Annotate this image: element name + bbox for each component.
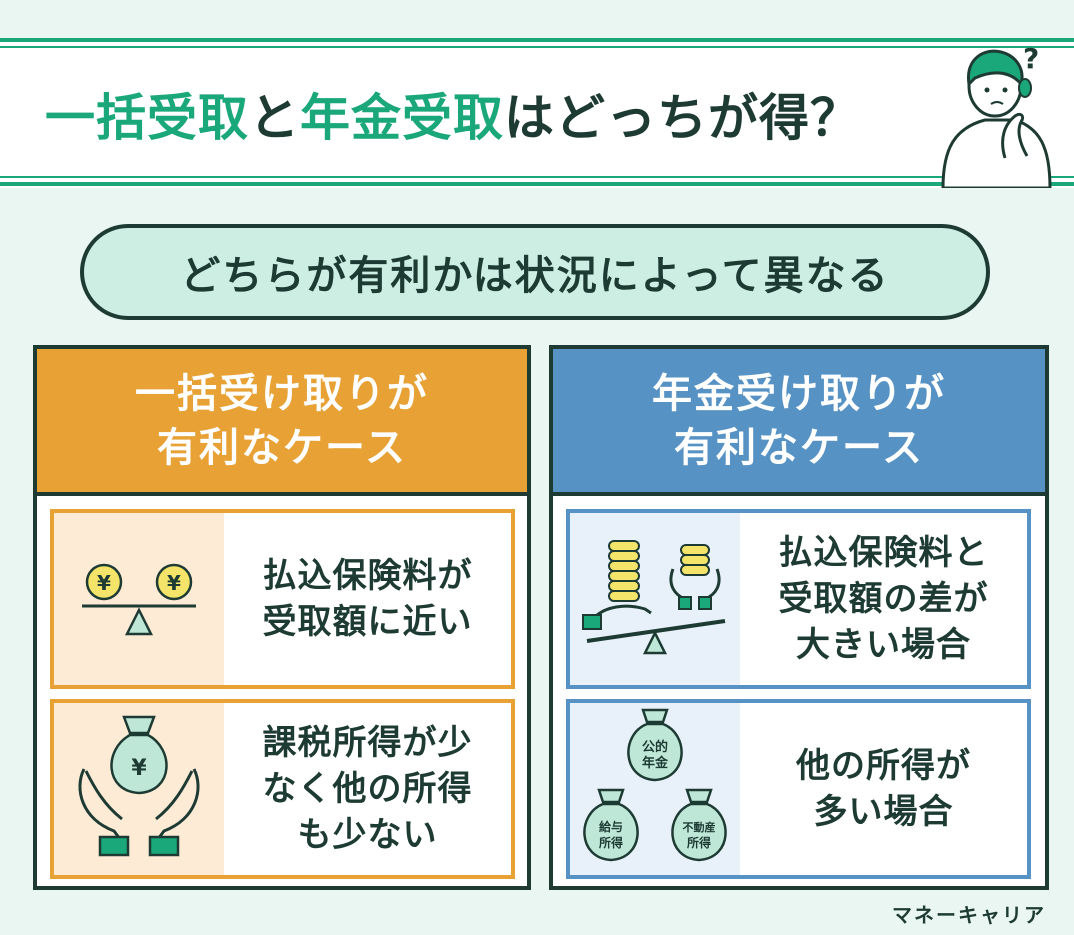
banner-bottom-line-thin xyxy=(0,176,1074,178)
page-title: 一括受取と年金受取はどっちが得？ xyxy=(45,78,861,150)
pension-panel-heading: 年金受け取りが 有利なケース xyxy=(553,349,1045,496)
lump-sum-card-2-icon-area: ¥ xyxy=(54,703,224,875)
income-bags-icon: 公的 年金 給与 所得 不動産 所得 xyxy=(583,708,727,862)
lump-sum-panel: 一括受け取りが 有利なケース ¥ ¥ 払込保険料が 受取額に近い ¥ xyxy=(33,345,531,890)
balance-scale-yen-icon: ¥ ¥ xyxy=(82,563,196,636)
banner-top-line-thin xyxy=(0,46,1074,48)
lump-sum-card-1-icon-area: ¥ ¥ xyxy=(54,513,224,685)
yen-symbol-left: ¥ xyxy=(97,571,111,595)
bag-label-salary: 給与 xyxy=(599,819,623,834)
lump-sum-panel-heading: 一括受け取りが 有利なケース xyxy=(37,349,527,496)
title-banner xyxy=(0,38,1074,188)
title-question: はどっちが得？ xyxy=(504,89,861,147)
bag-label-real-estate: 不動産 xyxy=(683,820,716,834)
pension-card-1-text: 払込保険料と 受取額の差が 大きい場合 xyxy=(740,513,1027,685)
pension-heading-line1: 年金受け取りが xyxy=(652,370,946,417)
pension-card-1-icon-area xyxy=(570,513,740,685)
question-mark-icon: ? xyxy=(1023,42,1039,75)
pension-card-2: 公的 年金 給与 所得 不動産 所得 他の所得が 多い場合 xyxy=(566,699,1031,879)
card-text-line: も少ない xyxy=(297,815,438,855)
card-text-line: 他の所得が xyxy=(796,746,971,786)
title-pension: 年金受取 xyxy=(300,89,504,147)
title-and: と xyxy=(249,89,300,147)
lump-sum-card-2-text: 課税所得が少 なく他の所得 も少ない xyxy=(224,703,511,875)
bag-label-salary-income: 所得 xyxy=(599,835,623,850)
card-text-line: 受取額の差が xyxy=(778,579,989,619)
lump-sum-card-2: ¥ 課税所得が少 なく他の所得 も少ない xyxy=(50,699,515,879)
title-lump-sum: 一括受取 xyxy=(45,89,249,147)
card-text-line: 課税所得が少 xyxy=(262,723,473,763)
pension-heading-line2: 有利なケース xyxy=(674,424,924,471)
bag-label-public: 公的 xyxy=(642,739,668,755)
pension-card-1: 払込保険料と 受取額の差が 大きい場合 xyxy=(566,509,1031,689)
subtitle-pill: どちらが有利かは状況によって異なる xyxy=(80,224,990,320)
lump-sum-card-1-text: 払込保険料が 受取額に近い xyxy=(224,513,511,685)
banner-bottom-line xyxy=(0,182,1074,186)
lump-sum-heading-line1: 一括受け取りが xyxy=(135,370,429,417)
pension-panel: 年金受け取りが 有利なケース xyxy=(549,345,1049,890)
lump-sum-card-1: ¥ ¥ 払込保険料が 受取額に近い xyxy=(50,509,515,689)
card-text-line: 払込保険料が xyxy=(262,556,473,596)
tilted-scale-coins-icon xyxy=(582,540,726,655)
yen-symbol-right: ¥ xyxy=(167,571,181,595)
banner-top-line xyxy=(0,38,1074,42)
card-text-line: 払込保険料と xyxy=(778,533,989,573)
bag-label-real-estate-income: 所得 xyxy=(687,835,711,850)
brand-logo-text: マネーキャリア xyxy=(892,903,1046,927)
pension-card-2-text: 他の所得が 多い場合 xyxy=(740,703,1027,875)
yen-symbol-bag: ¥ xyxy=(131,756,147,781)
thinking-person-icon: ? xyxy=(941,42,1052,188)
pension-card-2-icon-area: 公的 年金 給与 所得 不動産 所得 xyxy=(570,703,740,875)
lump-sum-heading-line2: 有利なケース xyxy=(157,424,407,471)
bag-label-pension: 年金 xyxy=(642,755,669,771)
card-text-line: なく他の所得 xyxy=(262,769,473,809)
card-text-line: 大きい場合 xyxy=(796,625,971,665)
card-text-line: 受取額に近い xyxy=(262,602,473,642)
money-bag-hands-icon: ¥ xyxy=(78,715,200,857)
card-text-line: 多い場合 xyxy=(813,792,954,832)
